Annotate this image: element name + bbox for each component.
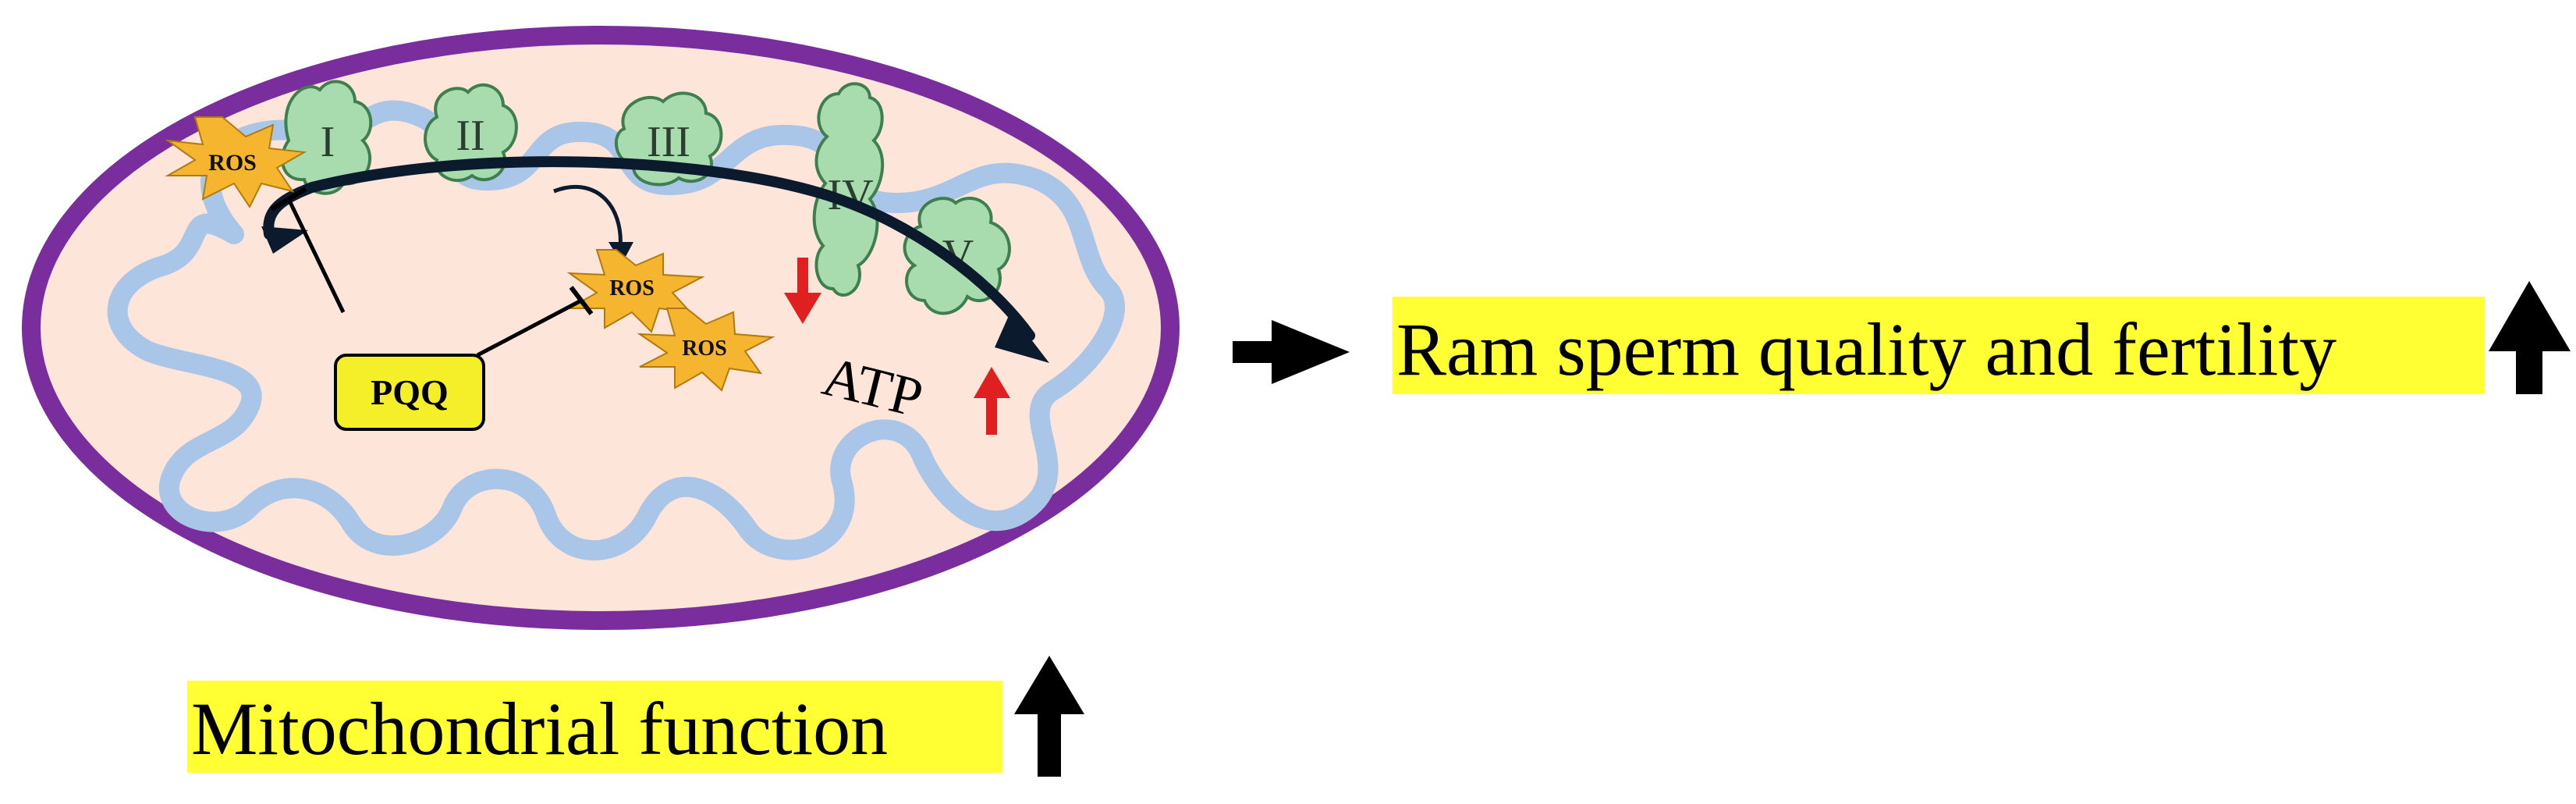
pqq-label: PQQ: [371, 372, 449, 412]
ros-label-2: ROS: [609, 276, 655, 301]
outcome-increase-arrow-icon: [2489, 281, 2571, 394]
outcome-label: Ram sperm quality and fertility: [1396, 308, 2336, 391]
mito-highlight: [187, 681, 1002, 773]
atp-increase-arrow-icon: [974, 367, 1010, 435]
outcome-highlight: [1393, 297, 2485, 394]
electron-flow-arrowhead: [995, 312, 1049, 363]
pqq-inhibit-bar-ros: [569, 286, 594, 315]
ros-burst-3: ROS: [637, 308, 775, 392]
pqq-inhibit-line-ros: [476, 298, 583, 358]
complex-ii: II: [424, 83, 518, 182]
mitochondrion: I II III IV V ROS: [22, 26, 1180, 630]
ros-burst-1: ROS: [165, 116, 307, 208]
pqq-inhibit-line-complex-i: [286, 197, 346, 314]
complex-i: I: [280, 80, 373, 195]
mito-label: Mitochondrial function: [191, 687, 888, 770]
pqq-box: PQQ: [334, 354, 485, 431]
electron-flow-tail: [261, 226, 308, 254]
ros-label-1: ROS: [208, 150, 257, 176]
complex-i-label: I: [321, 118, 335, 166]
result-arrow-icon: [1233, 320, 1350, 384]
complex-iii-label: III: [647, 118, 690, 166]
decrease-arrow-icon: [784, 258, 821, 324]
mitochondrial-function-statement: Mitochondrial function: [187, 681, 1002, 773]
pqq-inhibit-bar-complex-i: [270, 187, 307, 212]
mito-increase-arrow-icon: [1014, 656, 1084, 777]
ros-label-3: ROS: [682, 336, 727, 361]
cristae: [107, 100, 1125, 560]
ros-burst-2: ROS: [566, 249, 705, 333]
ros-leak-arrow: [553, 185, 623, 251]
complex-ii-label: II: [456, 112, 484, 160]
outcome-statement: Ram sperm quality and fertility: [1393, 297, 2485, 394]
